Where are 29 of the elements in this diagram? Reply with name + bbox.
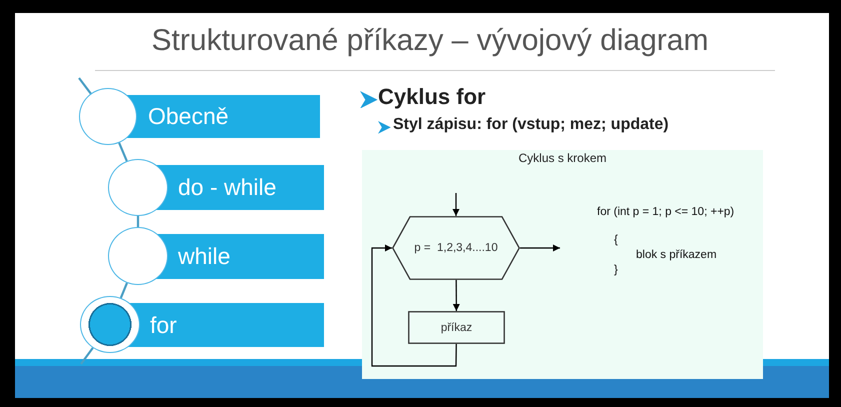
connector-line	[80, 347, 94, 365]
panel-title: Cyklus s krokem	[517, 151, 608, 165]
menu-tab	[155, 165, 324, 210]
connector-line	[118, 142, 128, 162]
arrow	[452, 280, 460, 311]
node-label: příkaz	[440, 322, 472, 334]
node-label: p = 1,2,3,4....10	[414, 242, 498, 254]
bullet-text: Styl zápisu: for (vstup; mez; update)	[393, 116, 669, 134]
arrow	[452, 193, 460, 216]
code-line: blok s příkazem	[636, 249, 717, 261]
connector-line	[78, 77, 92, 94]
menu-tab	[155, 234, 324, 279]
diagram-panel	[362, 150, 763, 379]
code-line: for (int p = 1; p <= 10; ++p)	[597, 206, 734, 218]
menu-tab	[126, 95, 320, 138]
tab-label: while	[178, 243, 230, 270]
slide-title: Strukturované příkazy – vývojový diagram	[150, 24, 710, 58]
arrow	[371, 244, 457, 367]
tab-label: do - while	[178, 174, 276, 201]
connector-line	[120, 282, 128, 298]
loop-hexagon	[392, 216, 520, 280]
arrow	[520, 244, 560, 252]
bullet-text: Cyklus for	[378, 84, 486, 110]
tab-label: for	[150, 312, 177, 338]
code-line: {	[614, 234, 618, 246]
tab-label: Obecně	[148, 103, 229, 130]
code-line: }	[614, 264, 618, 276]
process-box	[408, 311, 505, 344]
connector-line	[136, 216, 140, 227]
